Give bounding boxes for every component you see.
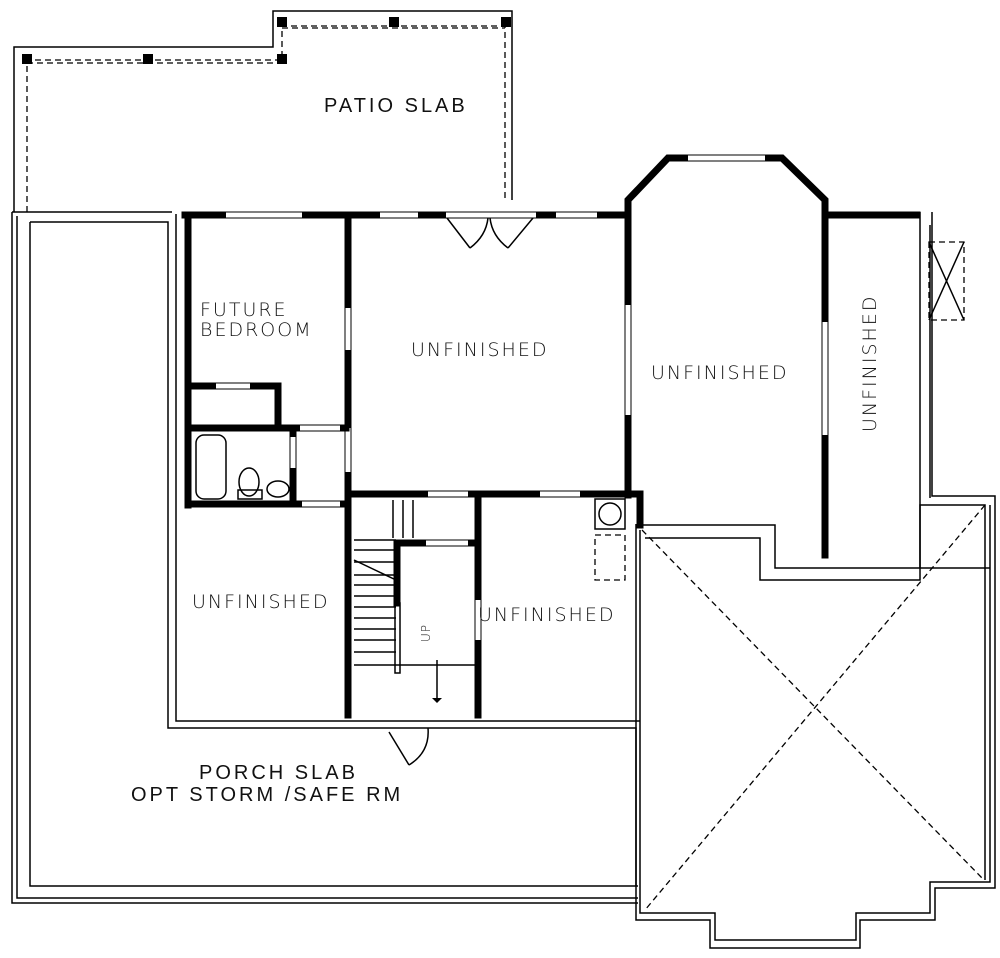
water-heater-furnace xyxy=(594,498,626,581)
label-patio-slab: PATIO SLAB xyxy=(324,95,468,117)
porch-door xyxy=(388,727,429,766)
label-unfinished-right: UNFINISHED xyxy=(859,294,881,432)
staircase xyxy=(353,500,476,703)
interior-walls xyxy=(181,154,921,719)
label-unfinished-bay: UNFINISHED xyxy=(651,362,789,384)
label-unfinished-center: UNFINISHED xyxy=(411,339,549,361)
double-door xyxy=(446,217,534,249)
label-storm-safe-room: OPT STORM /SAFE RM xyxy=(131,784,404,806)
label-unfinished-lower-mid: UNFINISHED xyxy=(478,604,616,626)
label-future-bedroom-2: BEDROOM xyxy=(200,319,313,341)
window-well xyxy=(928,241,965,321)
bath-fixtures xyxy=(195,434,290,500)
patio-slab xyxy=(13,10,513,212)
label-unfinished-lower-left: UNFINISHED xyxy=(192,591,330,613)
label-future-bedroom-1: FUTURE xyxy=(200,299,288,321)
garage-roof-area xyxy=(635,212,996,949)
label-porch-slab: PORCH SLAB xyxy=(199,762,358,784)
label-stairs-up: UP xyxy=(419,623,433,642)
